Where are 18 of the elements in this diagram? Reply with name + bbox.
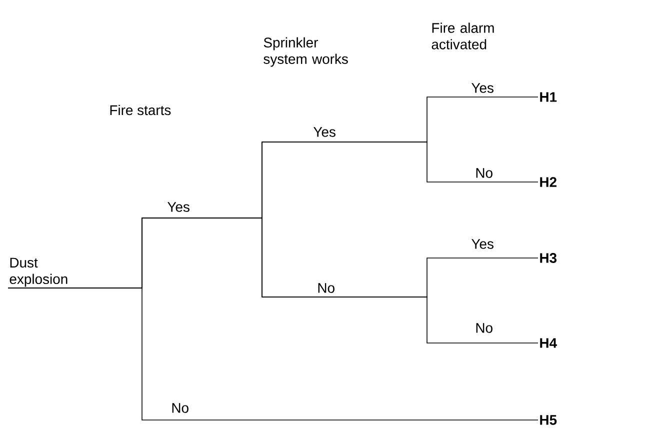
outcome-label: H5 (540, 415, 557, 425)
branch-label: Yes (168, 202, 190, 212)
header-text: Sprinkler system works (264, 37, 348, 67)
branch-label: Yes (472, 83, 494, 93)
branch-label: No (172, 403, 188, 413)
outcome-label: H2 (540, 177, 556, 187)
header-text: Fire starts (110, 104, 171, 116)
branch-label: Yes (472, 239, 494, 249)
branch-label: No (318, 283, 334, 293)
branch-label: Yes (314, 127, 336, 137)
branch-label: No (476, 323, 492, 333)
initiating-event-text: Dust explosion (10, 258, 68, 287)
outcome-label: H4 (540, 338, 557, 348)
outcome-label: H3 (540, 253, 557, 263)
outcome-label: H1 (540, 92, 557, 102)
header-text: Fire alarm activated (432, 22, 494, 50)
branch-label: No (476, 168, 492, 178)
branch-line (8, 288, 538, 420)
